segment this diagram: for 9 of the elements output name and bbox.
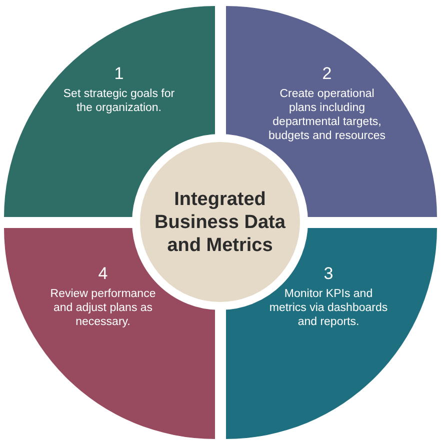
step-number: 2 [321,64,333,84]
step-number: 1 [113,64,125,84]
step-description: Set strategic goals for the organization. [62,87,176,115]
step-description: Monitor KPIs and metrics via dashboards and reports. [268,287,389,329]
step-description: Create operational plans including departmental targets, budgets and resources [268,87,386,143]
step-number: 3 [322,264,334,284]
step-number: 4 [97,264,109,284]
center-title: Integrated Business Data and Metrics [154,188,286,256]
step-description: Review performance and adjust plans as necessary. [49,287,157,329]
